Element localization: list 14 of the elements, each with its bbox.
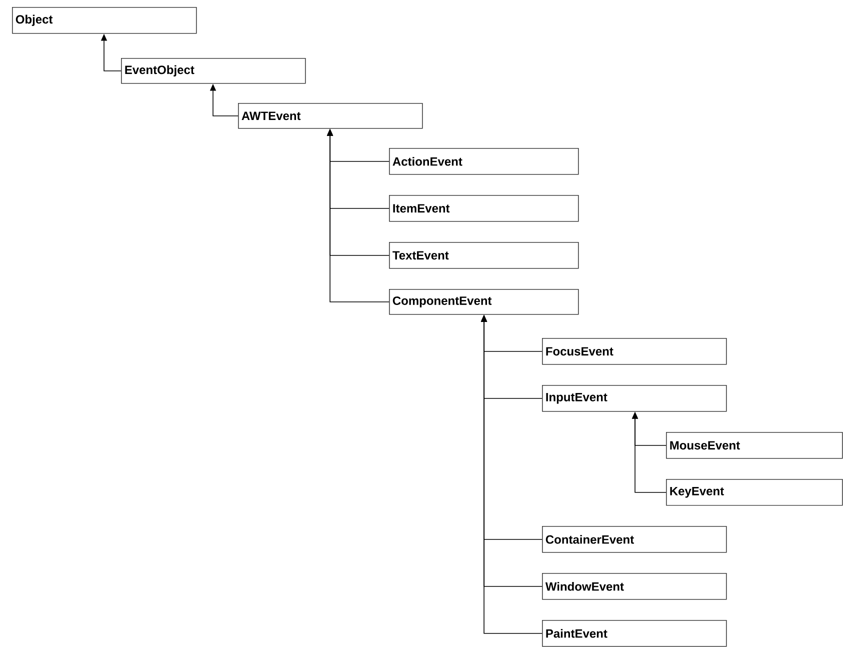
class-box: ItemEvent	[389, 194, 579, 222]
class-box: KeyEvent	[666, 478, 843, 506]
class-box: EventObject	[121, 58, 306, 84]
class-box: PaintEvent	[542, 620, 727, 647]
class-box: AWTEvent	[238, 103, 423, 129]
class-box: ComponentEvent	[389, 289, 579, 315]
class-box: ContainerEvent	[542, 526, 727, 553]
class-box: WindowEvent	[542, 572, 727, 600]
class-box: ActionEvent	[389, 148, 579, 175]
class-box: Object	[12, 6, 197, 34]
class-box: TextEvent	[389, 242, 579, 269]
class-box: FocusEvent	[542, 338, 727, 365]
class-box: InputEvent	[542, 384, 727, 412]
class-box: MouseEvent	[666, 432, 843, 459]
